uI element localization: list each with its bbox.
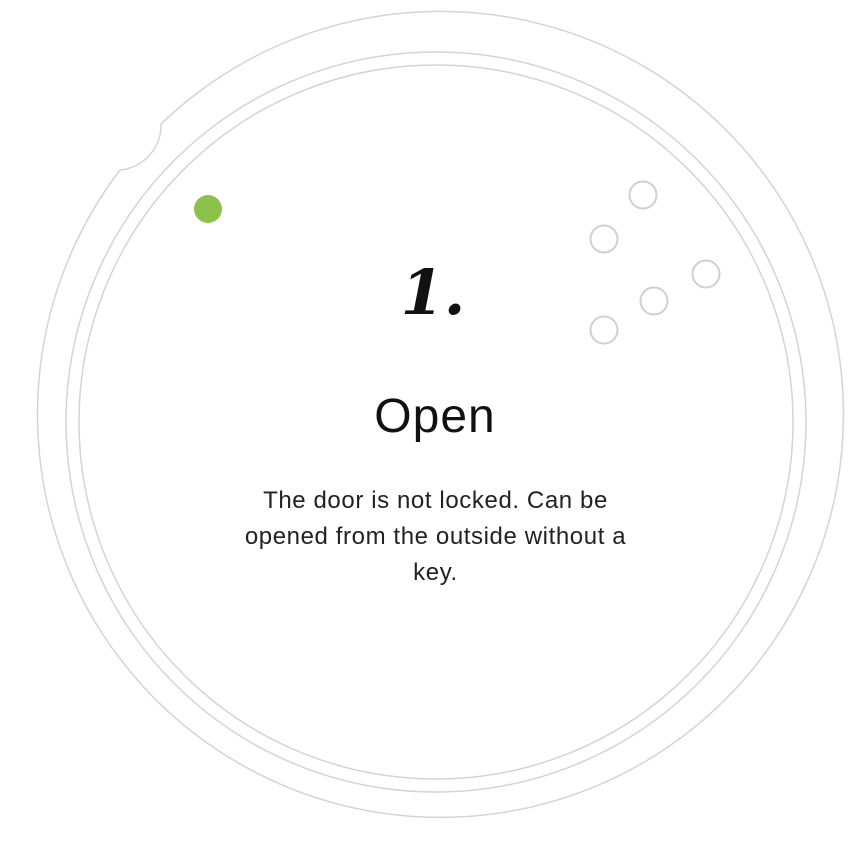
pin-hole-icon (639, 286, 669, 316)
pin-hole-icon (628, 180, 658, 210)
inner-ring (78, 64, 794, 780)
pin-hole-icon (589, 224, 619, 254)
outer-bezel-ring (36, 10, 845, 819)
pin-hole-icon (589, 315, 619, 345)
middle-ring (65, 51, 807, 793)
status-indicator-dot (194, 195, 222, 223)
pin-hole-icon-group (589, 180, 721, 345)
step-number: 1. (400, 256, 466, 329)
pin-hole-icon (691, 259, 721, 289)
state-title: Open (374, 390, 496, 443)
state-description: The door is not locked. Can be opened fr… (244, 487, 627, 586)
